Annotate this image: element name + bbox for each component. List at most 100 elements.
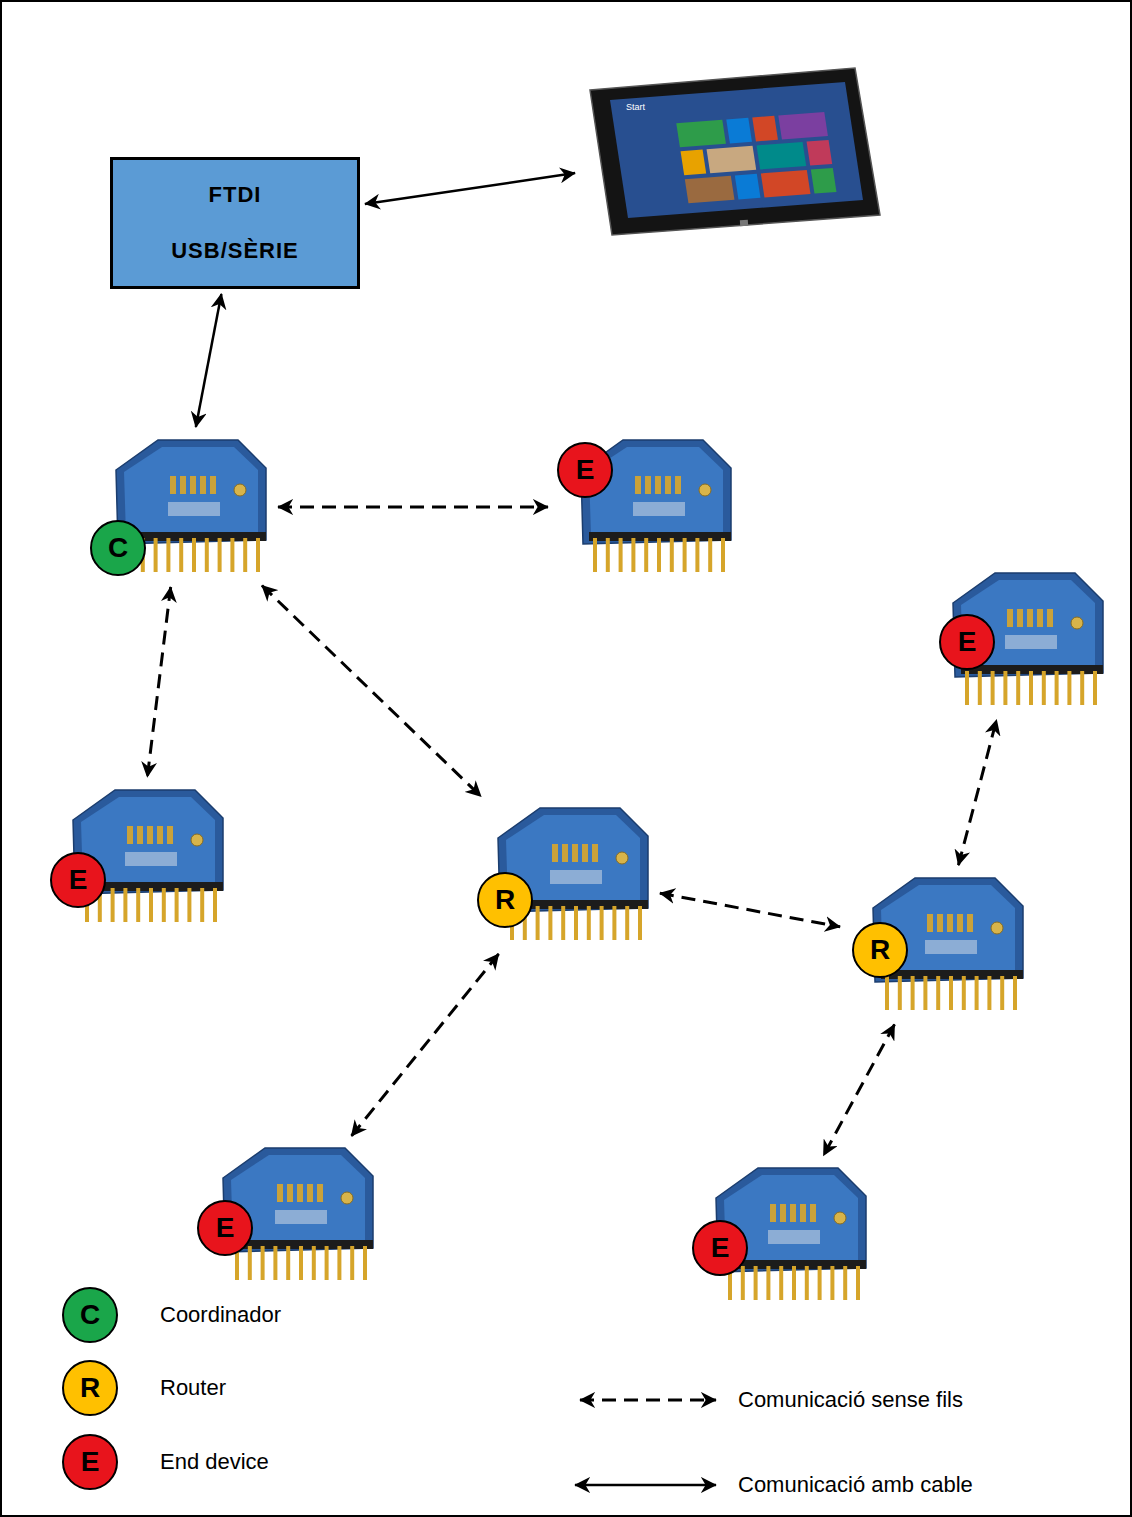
module-face xyxy=(124,447,258,536)
contact-pad xyxy=(675,476,681,494)
module-pin xyxy=(978,671,982,705)
contact-pad xyxy=(810,1204,816,1222)
role-badge: E xyxy=(557,442,613,498)
module-pin xyxy=(898,976,902,1010)
contact-pad xyxy=(572,844,578,862)
screen-tile xyxy=(726,118,752,144)
module-pin xyxy=(111,888,115,922)
wireless-link xyxy=(262,585,481,796)
xbee-module: E xyxy=(195,1140,380,1290)
contact-pad xyxy=(137,826,143,844)
role-badge: E xyxy=(50,852,106,908)
module-pin xyxy=(350,1246,354,1280)
module-pin xyxy=(830,1266,834,1300)
module-pin xyxy=(1029,671,1033,705)
module-pin xyxy=(574,906,578,940)
module-pin xyxy=(1016,671,1020,705)
screen-tile xyxy=(707,146,757,174)
module-pin xyxy=(299,1246,303,1280)
legend-swatch: C xyxy=(62,1287,118,1343)
home-button xyxy=(740,220,748,227)
screen-tile xyxy=(681,150,707,176)
xbee-module: E xyxy=(553,432,738,582)
module-pin xyxy=(991,671,995,705)
antenna-dot xyxy=(991,922,1003,934)
contact-pad xyxy=(967,914,973,932)
legend-letter: E xyxy=(81,1447,100,1477)
module-pin xyxy=(1042,671,1046,705)
wireless-link xyxy=(147,587,170,777)
contact-pad xyxy=(1037,609,1043,627)
wireless-link xyxy=(660,893,840,927)
module-pin xyxy=(965,671,969,705)
module-pin xyxy=(243,538,247,572)
contact-pad xyxy=(1007,609,1013,627)
legend-letter: R xyxy=(80,1373,100,1403)
contact-pad xyxy=(190,476,196,494)
module-pin xyxy=(766,1266,770,1300)
cable-link xyxy=(196,294,222,427)
contact-pad xyxy=(592,844,598,862)
contact-pad xyxy=(770,1204,776,1222)
module-pin xyxy=(612,906,616,940)
module-marking xyxy=(550,870,602,884)
contact-pad xyxy=(645,476,651,494)
xbee-module: E xyxy=(45,782,230,932)
module-pin xyxy=(695,538,699,572)
screen-tile xyxy=(752,116,778,142)
wireless-link xyxy=(958,720,996,865)
module-pin xyxy=(337,1246,341,1280)
contact-pad xyxy=(635,476,641,494)
wireless-link xyxy=(278,506,548,509)
contact-pad xyxy=(1047,609,1053,627)
screen-tile xyxy=(676,120,726,148)
contact-pad xyxy=(927,914,933,932)
module-pin xyxy=(708,538,712,572)
legend-text: Comunicació sense fils xyxy=(738,1387,963,1413)
module-pin xyxy=(325,1246,329,1280)
contact-pad xyxy=(157,826,163,844)
module-pin xyxy=(273,1246,277,1280)
legend-text: Comunicació amb cable xyxy=(738,1472,973,1498)
screen-tile xyxy=(811,168,837,194)
xbee-module: E xyxy=(925,565,1110,715)
module-pin xyxy=(949,976,953,1010)
screen-tile xyxy=(685,176,735,204)
contact-pad xyxy=(307,1184,313,1202)
module-pin xyxy=(670,538,674,572)
module-pin xyxy=(593,538,597,572)
contact-pad xyxy=(147,826,153,844)
module-pin xyxy=(561,906,565,940)
module-pin xyxy=(1067,671,1071,705)
module-pin xyxy=(205,538,209,572)
tablet-screen xyxy=(610,82,863,218)
module-pin xyxy=(256,538,260,572)
contact-pad xyxy=(800,1204,806,1222)
contact-pad xyxy=(317,1184,323,1202)
xbee-module: R xyxy=(845,870,1030,1020)
screen-tile xyxy=(761,170,811,198)
contact-pad xyxy=(552,844,558,862)
screen-tile xyxy=(807,140,833,166)
module-pin xyxy=(261,1246,265,1280)
cable-sample xyxy=(575,1484,716,1487)
module-pin xyxy=(213,888,217,922)
module-pin xyxy=(312,1246,316,1280)
module-pin xyxy=(536,906,540,940)
module-pin xyxy=(721,538,725,572)
contact-pad xyxy=(210,476,216,494)
tablet-illustration xyxy=(580,60,885,240)
module-pin xyxy=(625,906,629,940)
module-pin xyxy=(741,1266,745,1300)
module-pin xyxy=(123,888,127,922)
contact-pad xyxy=(127,826,133,844)
module-pin xyxy=(175,888,179,922)
wireless-link xyxy=(823,1024,894,1155)
antenna-dot xyxy=(191,834,203,846)
module-marking xyxy=(275,1210,327,1224)
module-pin xyxy=(631,538,635,572)
module-pin xyxy=(154,538,158,572)
module-pin xyxy=(363,1246,367,1280)
module-pin xyxy=(987,976,991,1010)
